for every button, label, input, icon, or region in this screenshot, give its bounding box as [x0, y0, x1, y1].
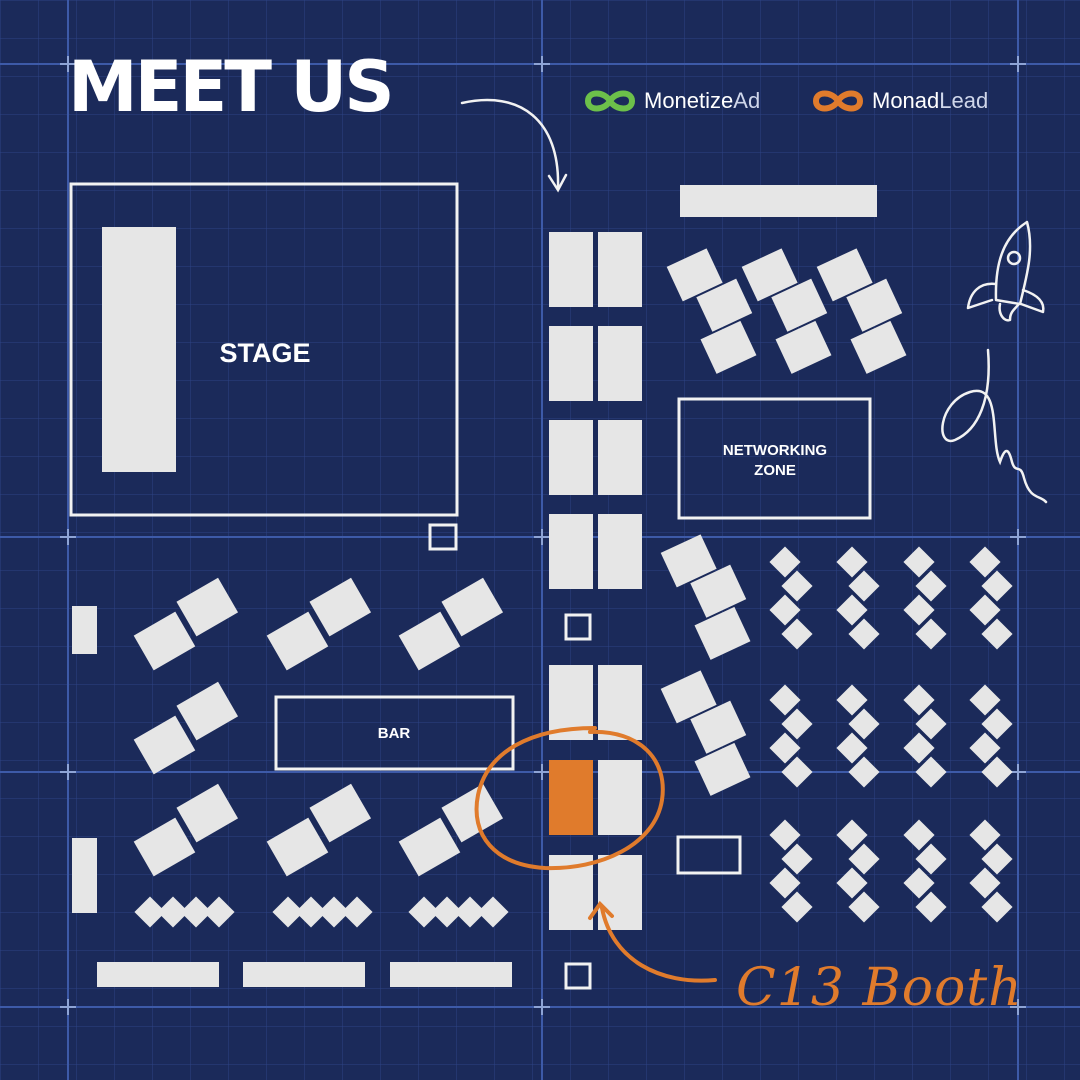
booth-stack[interactable]: [816, 242, 919, 374]
page-title: MEET US: [68, 46, 395, 128]
booth-stack[interactable]: [660, 664, 763, 796]
bar-label: BAR: [377, 725, 411, 742]
monadlead-logo: MonadLead: [812, 86, 988, 116]
booth[interactable]: [598, 760, 642, 835]
booth-pair[interactable]: [263, 577, 375, 671]
networking-zone-line: ZONE: [754, 461, 796, 479]
booth-pair[interactable]: [130, 783, 242, 877]
booth[interactable]: [72, 606, 97, 654]
small-outline: [676, 835, 742, 875]
bar-outline: [274, 695, 515, 771]
small-square: [564, 613, 592, 641]
booth-pair[interactable]: [263, 783, 375, 877]
pair-booths: [130, 577, 507, 877]
booth[interactable]: [549, 232, 593, 307]
booth-pair[interactable]: [130, 577, 242, 671]
small-square: [564, 962, 592, 990]
counter: [243, 962, 365, 987]
infinity-icon: [584, 90, 636, 112]
c13-booth[interactable]: [549, 760, 593, 835]
stage-outline: [69, 182, 459, 517]
zigzag-booths: [660, 242, 919, 796]
center-booths: [549, 232, 642, 930]
booth[interactable]: [598, 514, 642, 589]
booth-stack[interactable]: [660, 528, 763, 660]
rocket-icon: [966, 220, 1045, 322]
pointer-arrow-icon: [588, 900, 717, 983]
brand-name: MonadLead: [872, 88, 989, 113]
brand-name: MonetizeAd: [644, 88, 761, 113]
squiggle-doodle-icon: [941, 348, 1048, 504]
booth-stack[interactable]: [666, 242, 769, 374]
booth[interactable]: [598, 665, 642, 740]
left-edge-booths: [72, 606, 97, 913]
booth[interactable]: [549, 420, 593, 495]
monetizead-logo: MonetizeAd: [584, 86, 760, 116]
networking-zone-outline: [677, 397, 872, 520]
booth-stack[interactable]: [741, 242, 844, 374]
booth-pair[interactable]: [130, 681, 242, 775]
c13-booth-label: C13 Booth: [736, 958, 1023, 1018]
networking-zone-label: NETWORKING ZONE: [690, 441, 860, 480]
networking-zone-line: NETWORKING: [722, 442, 828, 459]
highlight-circle: [474, 726, 665, 871]
booth[interactable]: [549, 514, 593, 589]
infinity-icon: [812, 90, 864, 112]
curvy-arrow-icon: [460, 98, 568, 193]
booth[interactable]: [598, 420, 642, 495]
small-square: [428, 523, 458, 551]
booth[interactable]: [598, 232, 642, 307]
booth-pair[interactable]: [395, 577, 507, 671]
bottom-counters: [97, 962, 512, 987]
stage-platform: [102, 227, 176, 472]
booth[interactable]: [549, 326, 593, 401]
counter: [390, 962, 512, 987]
booth[interactable]: [72, 838, 97, 913]
counter: [97, 962, 219, 987]
booth-pair[interactable]: [395, 783, 507, 877]
info-counter: [680, 185, 877, 217]
stage-label: STAGE: [219, 338, 311, 368]
registration-marks: [60, 56, 1026, 1015]
booth[interactable]: [598, 326, 642, 401]
